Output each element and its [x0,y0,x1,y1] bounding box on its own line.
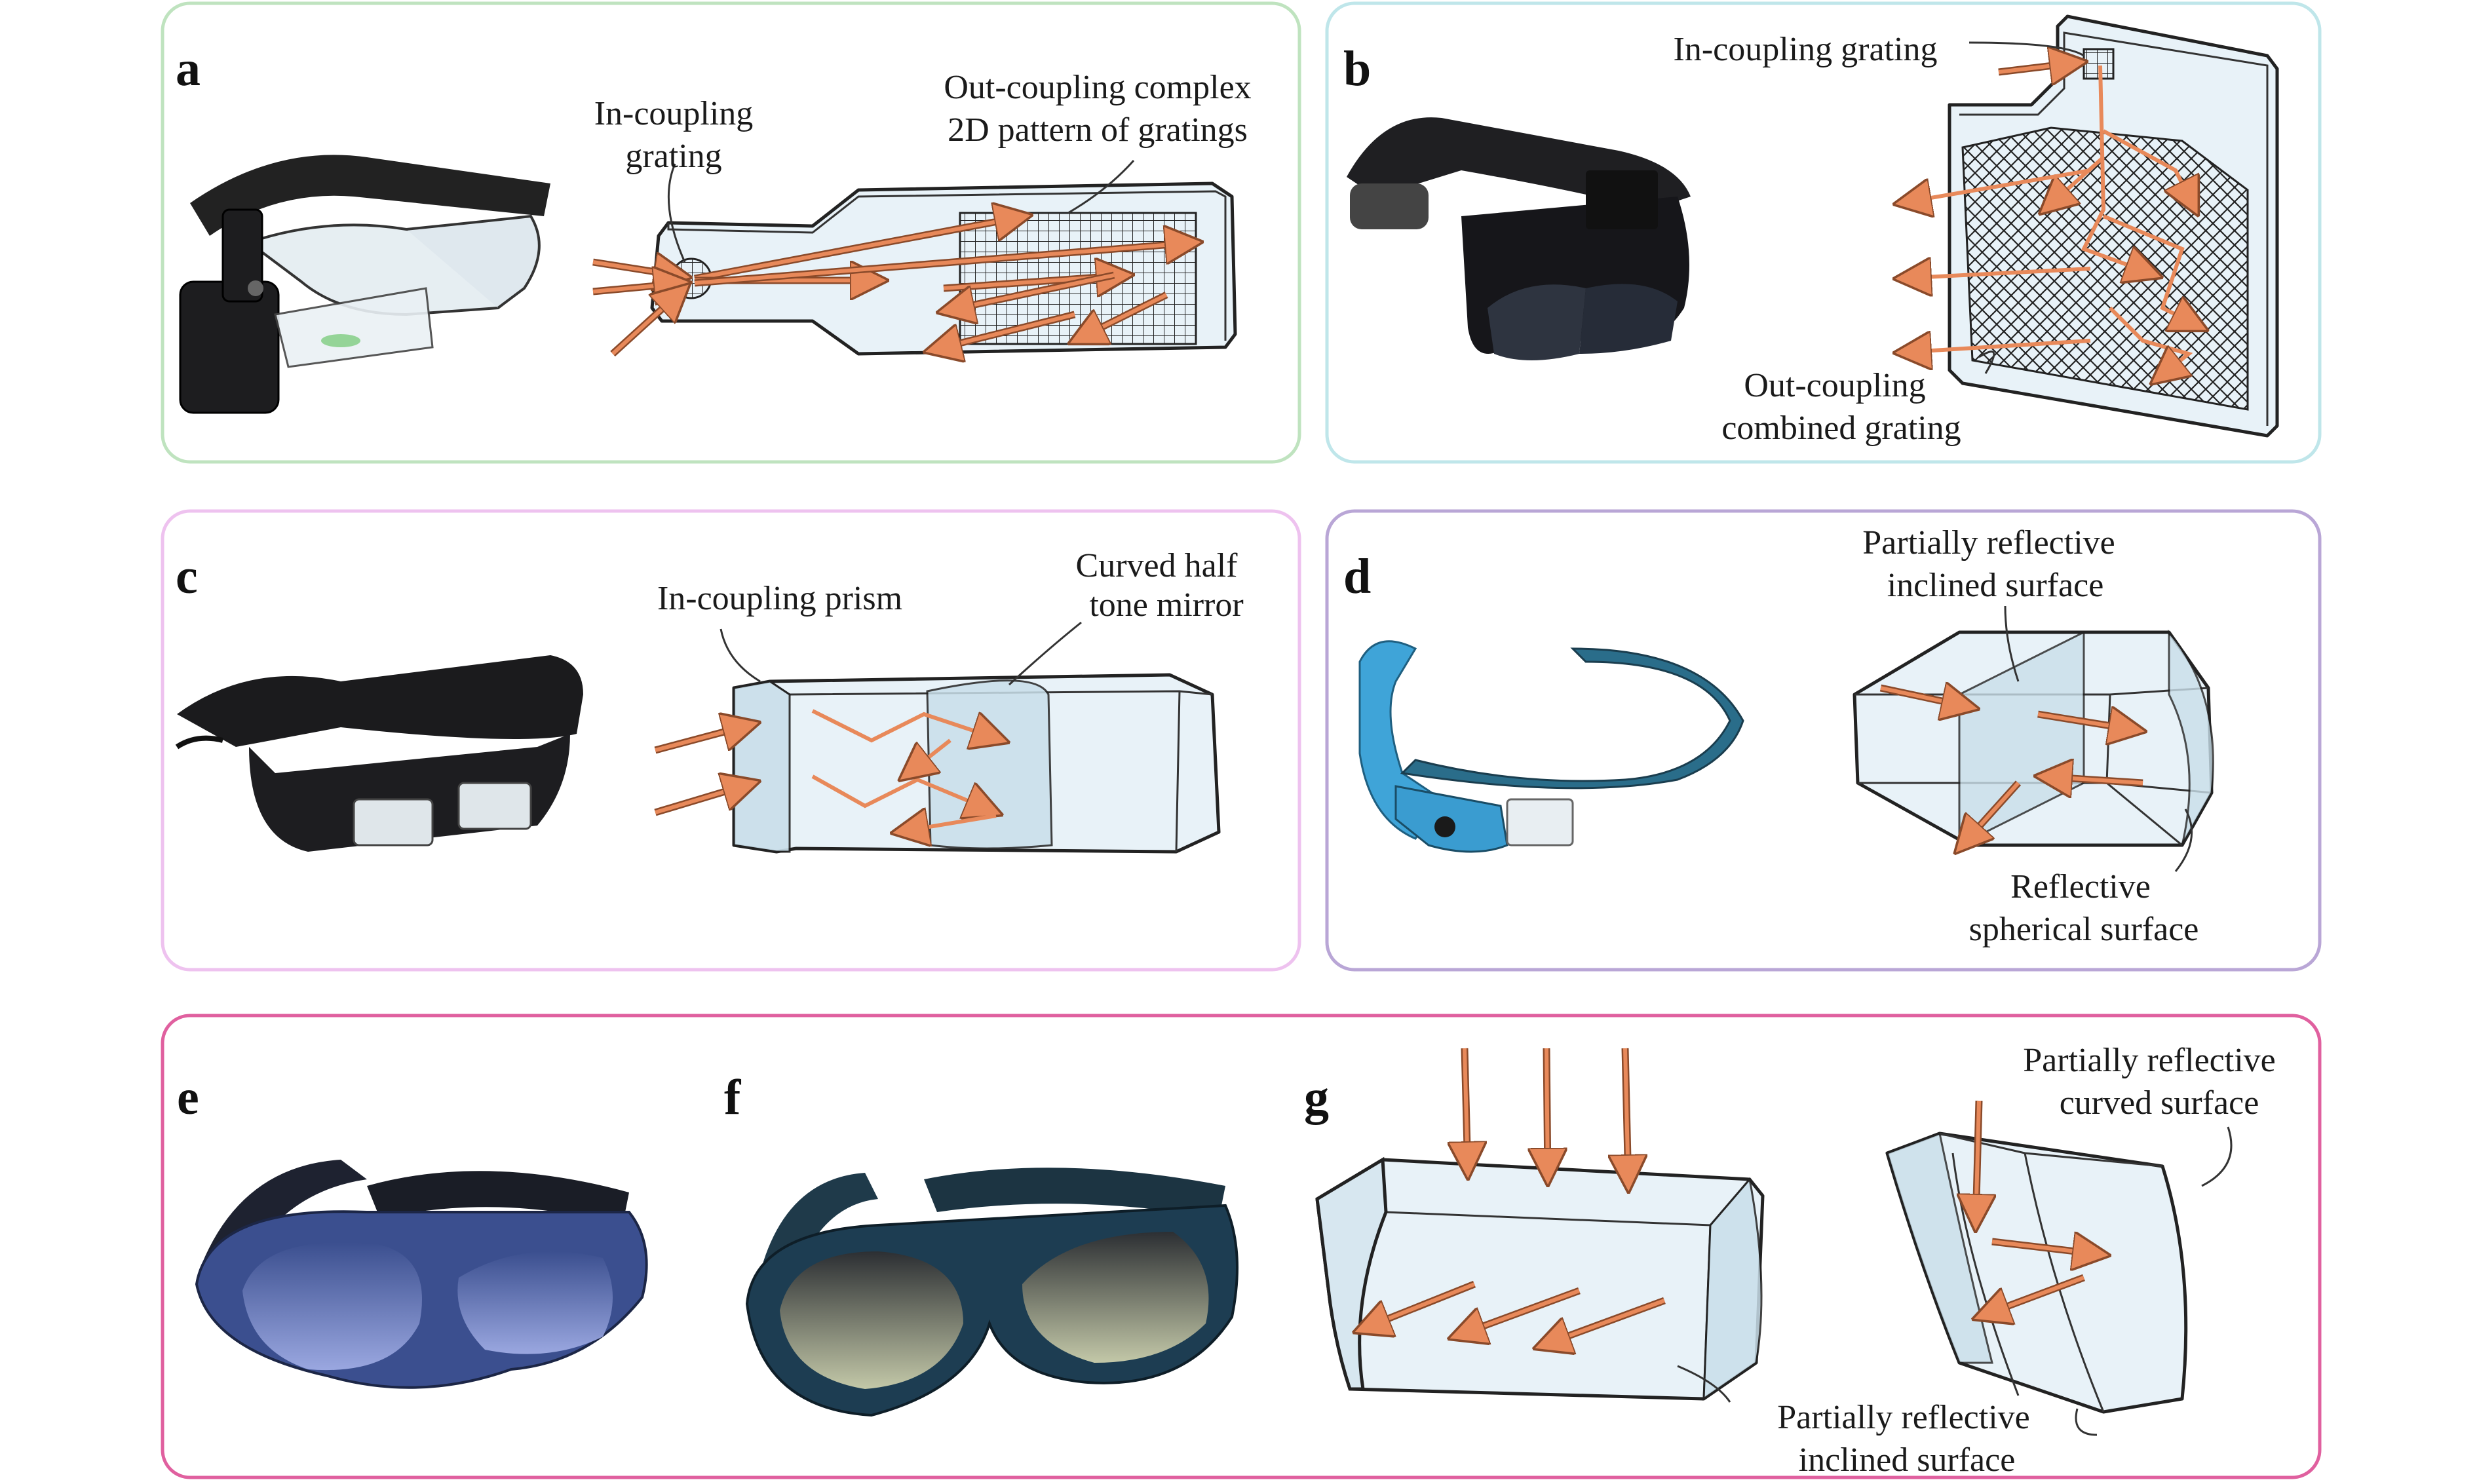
in-coupling-prism [733,680,791,853]
waveguide-diagram [592,160,1237,354]
light-arrows [654,709,1003,832]
birdbath-combiner-diagram [1315,1048,1765,1403]
ar-glasses-photo [195,1160,648,1389]
reflective-spherical-surface [2168,629,2214,846]
leader-line [2004,605,2020,682]
panel-letter: b [1343,41,1371,96]
panel-c-border [161,509,1301,972]
partially-reflective-inclined-surface [1886,1132,1993,1364]
callout-in-coupling: In-coupling grating [1674,31,1938,68]
light-arrows [1976,1100,2103,1317]
leader-line [667,163,686,263]
light-arrows [1900,62,2202,380]
leader-line [1978,351,1995,374]
leader-line [2075,1408,2098,1436]
panel-c: c In-cou [161,509,1301,972]
panel-d: d Partia [1325,509,2322,972]
callout-inclined: inclined surface [1799,1441,2016,1479]
birdbath-combiner-diagram [1885,1100,2233,1436]
smart-glasses-photo [1358,640,1744,853]
callout-out-coupling: combined grating [1721,409,1961,447]
leader-line [2174,809,2193,872]
callout-in-coupling: grating [625,138,721,175]
light-arrows [592,216,1196,354]
panel-letter: f [724,1070,742,1125]
callout-out-coupling: Out-coupling [1744,367,1925,404]
birdbath-prism-diagram [1853,605,2214,872]
leader-line [1968,41,2084,57]
ar-glasses-photo [179,155,550,414]
light-arrows [1360,1048,1666,1346]
callout-prism: In-coupling prism [657,580,902,617]
panel-a: a [161,1,1301,464]
panel-efg: e f g [161,1014,2322,1479]
curved-half-tone-mirror [926,679,1053,850]
ar-headset-photo [1347,117,1691,360]
leader-line [720,628,761,683]
callout-spherical: spherical surface [1969,911,2199,948]
panel-letter: a [176,41,201,96]
callout-mirror: Curved half [1076,547,1238,584]
freeform-prism-diagram [654,621,1221,854]
leader-line [1008,621,1082,686]
callout-out-coupling: 2D pattern of gratings [948,111,1248,149]
waveguide-diagram [1900,14,2279,438]
panel-letter: e [177,1070,199,1125]
leader-line [1677,1365,1731,1403]
callout-inclined: inclined surface [1887,567,2104,604]
leader-line [1067,160,1135,214]
panel-d-border [1325,509,2322,972]
callout-out-coupling: Out-coupling complex [944,69,1251,106]
panel-letter: d [1343,549,1371,604]
panel-letter: g [1304,1070,1329,1125]
panel-b-border [1325,1,2322,464]
callout-inclined: Partially reflective [1862,524,2115,561]
ar-headset-photo [175,655,583,852]
callout-spherical: Reflective [2010,868,2151,905]
callout-mirror: tone mirror [1089,586,1243,624]
callout-curved: curved surface [2060,1084,2259,1122]
panel-a-border [161,1,1301,464]
leader-line [2201,1126,2233,1187]
panel-letter: c [176,549,198,604]
partially-reflective-curved-surface [1702,1177,1763,1401]
ar-glasses-photo [745,1168,1238,1417]
panel-efg-border [161,1014,2322,1479]
callout-in-coupling: In-coupling [594,95,754,132]
panel-b: b [1325,1,2322,464]
callout-curved: Partially reflective [2023,1042,2275,1079]
callout-inclined: Partially reflective [1777,1399,2029,1436]
light-arrows [1879,688,2143,848]
